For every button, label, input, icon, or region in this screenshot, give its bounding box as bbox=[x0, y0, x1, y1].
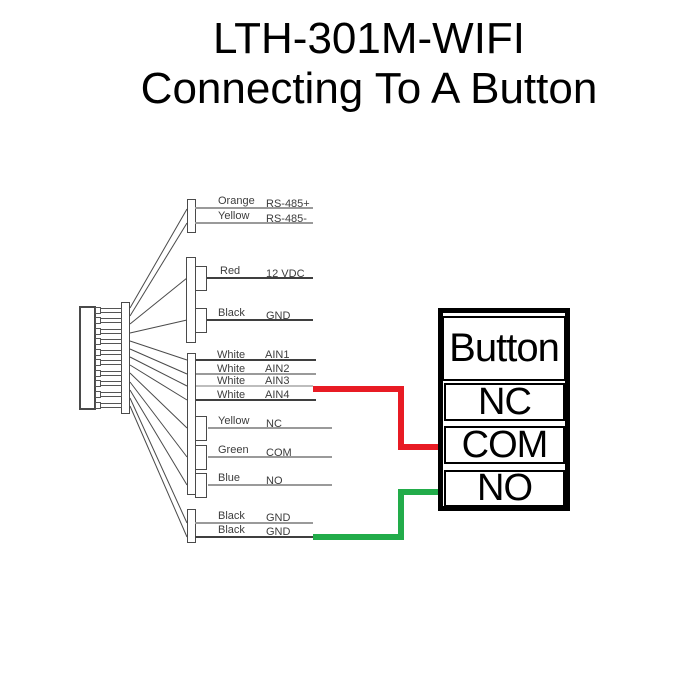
wire-signal-label: NC bbox=[266, 418, 282, 430]
terminal-block-power bbox=[186, 257, 196, 343]
wire-color-label: Black bbox=[218, 524, 245, 536]
wire-signal-label: AIN1 bbox=[265, 349, 290, 361]
connector-pin bbox=[100, 402, 122, 408]
connector-pin bbox=[100, 360, 122, 366]
stub-black bbox=[195, 308, 207, 333]
wire-color-label: Blue bbox=[218, 472, 241, 484]
button-box-header: Button bbox=[442, 316, 566, 381]
wire-color-label: White bbox=[217, 389, 246, 401]
red-connection-wire bbox=[313, 386, 404, 392]
connector-pin bbox=[100, 318, 122, 324]
wire-color-label: Orange bbox=[218, 195, 255, 207]
wire-signal-label: GND bbox=[266, 512, 291, 524]
terminal-block-gnd bbox=[186, 509, 196, 543]
terminal-block-rs485 bbox=[186, 199, 196, 233]
wire-line-com bbox=[207, 456, 332, 458]
wire-line-ain1 bbox=[196, 359, 316, 361]
wire-color-label: White bbox=[217, 363, 246, 375]
red-connection-wire bbox=[398, 443, 450, 450]
wire-line-gnd-power bbox=[207, 319, 313, 321]
wire-line-ain2 bbox=[196, 373, 316, 375]
wire-signal-label: AIN4 bbox=[265, 389, 290, 401]
wire-line-12vdc bbox=[207, 277, 313, 279]
red-connection-wire bbox=[398, 386, 404, 450]
wire-color-label: Black bbox=[218, 510, 245, 522]
wire-signal-label: AIN3 bbox=[265, 375, 290, 387]
green-connection-wire bbox=[398, 489, 452, 495]
wire-line-ain3 bbox=[196, 385, 313, 387]
wire-signal-label: AIN2 bbox=[265, 363, 290, 375]
wire-signal-label: RS-485- bbox=[266, 213, 307, 225]
wire-color-label: Yellow bbox=[218, 415, 250, 427]
wire-line-no bbox=[207, 484, 332, 486]
wire-color-label: White bbox=[217, 375, 246, 387]
connector-pin bbox=[100, 391, 122, 397]
stub-nc bbox=[195, 416, 207, 441]
green-connection-wire bbox=[398, 489, 404, 540]
connector-pin bbox=[100, 370, 122, 376]
wire-line-gnd2 bbox=[195, 536, 313, 538]
terminal-no: NO bbox=[444, 467, 565, 509]
connector-pin bbox=[100, 328, 122, 334]
terminal-com: COM bbox=[444, 424, 565, 466]
green-connection-wire bbox=[313, 534, 404, 540]
stub-com bbox=[195, 445, 207, 470]
page-title: LTH-301M-WIFI Connecting To A Button bbox=[38, 14, 700, 114]
wire-signal-label: RS-485+ bbox=[266, 198, 310, 210]
wire-line-rs485p bbox=[195, 207, 313, 209]
wire-line-ain4 bbox=[196, 399, 316, 401]
wire-signal-label: COM bbox=[266, 447, 292, 459]
stub-no bbox=[195, 473, 207, 498]
connector-pin bbox=[100, 381, 122, 387]
wire-signal-label: GND bbox=[266, 310, 291, 322]
wire-color-label: Red bbox=[220, 265, 241, 277]
wire-signal-label: 12 VDC bbox=[266, 268, 305, 280]
wire-line-nc bbox=[207, 427, 332, 429]
main-connector-bar bbox=[121, 302, 130, 414]
wire-line-gnd1 bbox=[195, 522, 313, 524]
wire-color-label: White bbox=[217, 349, 246, 361]
wire-signal-label: NO bbox=[266, 475, 283, 487]
main-connector-body bbox=[79, 306, 96, 410]
connector-pin bbox=[100, 349, 122, 355]
title-line-2: Connecting To A Button bbox=[140, 64, 598, 113]
connector-pin bbox=[100, 339, 122, 345]
wire-color-label: Green bbox=[218, 444, 249, 456]
terminal-nc: NC bbox=[444, 381, 565, 423]
wire-line-rs485m bbox=[195, 222, 313, 224]
connector-pin bbox=[100, 307, 122, 313]
wire-color-label: Yellow bbox=[218, 210, 250, 222]
wire-signal-label: GND bbox=[266, 526, 291, 538]
stub-red bbox=[195, 266, 207, 291]
title-line-1: LTH-301M-WIFI bbox=[212, 14, 526, 63]
wire-color-label: Black bbox=[218, 307, 245, 319]
